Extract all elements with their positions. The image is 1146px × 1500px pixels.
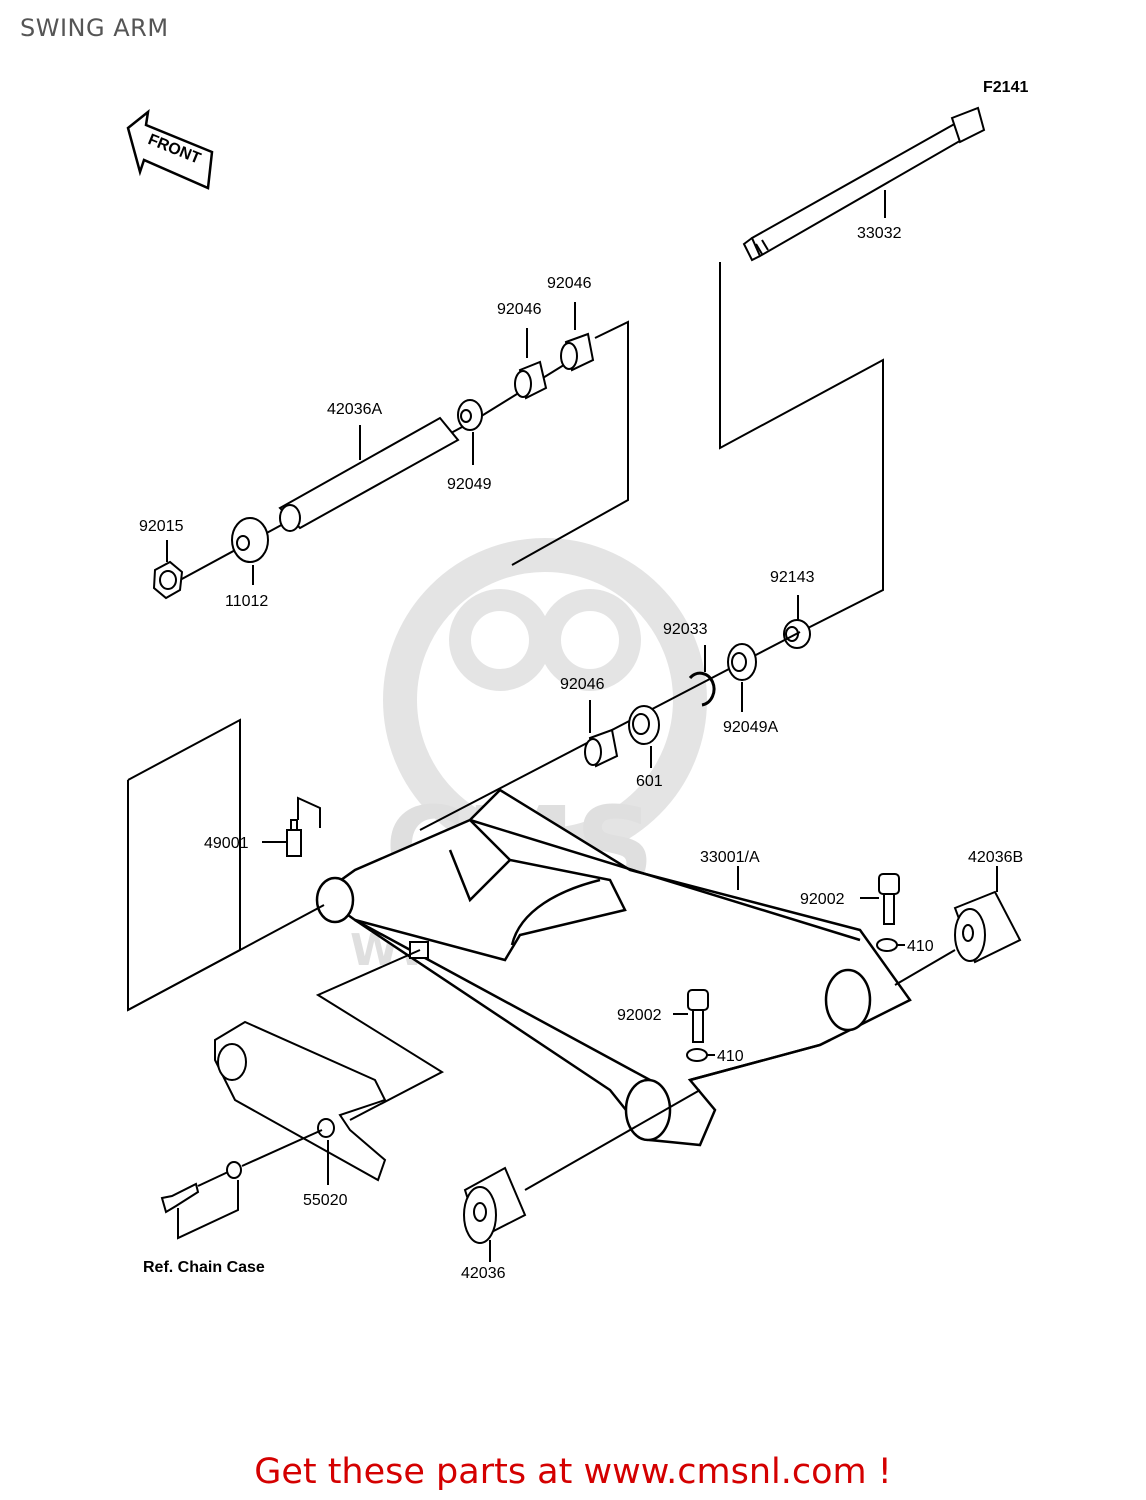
bolt-92002-upper-icon: [878, 873, 900, 925]
part-label-42036[interactable]: 42036: [461, 1265, 506, 1282]
sleeve-42036A-icon: [278, 416, 460, 532]
part-label-601[interactable]: 601: [636, 773, 663, 790]
seal-92049-icon: [457, 399, 483, 431]
seal-92049A-icon: [727, 643, 757, 681]
front-arrow-icon: FRONT: [126, 109, 214, 190]
part-label-92143[interactable]: 92143: [770, 569, 815, 586]
part-label-55020[interactable]: 55020: [303, 1192, 348, 1209]
bearing-601-icon: [628, 705, 660, 745]
swing-arm-33001A-icon: [315, 788, 912, 1147]
part-label-410-lower[interactable]: 410: [717, 1048, 744, 1065]
bushing-42036-icon: [463, 1166, 527, 1244]
washer-410-upper-icon: [876, 938, 898, 952]
bearing-92046-upper-right-icon: [560, 332, 595, 372]
part-label-11012[interactable]: 11012: [225, 593, 268, 610]
nut-92015-icon: [152, 560, 184, 600]
shaft-33032-icon: [742, 106, 986, 262]
circlip-92033-icon: [688, 671, 716, 707]
part-label-92049[interactable]: 92049: [447, 476, 492, 493]
footer-link[interactable]: Get these parts at www.cmsnl.com !: [254, 1452, 892, 1492]
part-label-42036A[interactable]: 42036A: [327, 401, 382, 418]
bearing-92046-upper-left-icon: [514, 360, 548, 400]
swing-arm-diagram: CMS WWW.CMSNL.COM FRONT: [126, 79, 1028, 1282]
part-label-410-upper[interactable]: 410: [907, 938, 934, 955]
part-label-92033[interactable]: 92033: [663, 621, 708, 638]
bushing-42036B-icon: [953, 890, 1022, 964]
part-label-33001A[interactable]: 33001/A: [700, 849, 760, 866]
chain-guard-55020-icon: [214, 1020, 387, 1182]
part-label-49001[interactable]: 49001: [204, 835, 249, 852]
page-title: SWING ARM: [20, 14, 169, 42]
washer-410-lower-icon: [686, 1048, 708, 1062]
chain-case-washer-icon: [226, 1161, 242, 1179]
screw-icon: [160, 1182, 200, 1214]
part-label-33032[interactable]: 33032: [857, 225, 902, 242]
grease-nipple-49001-icon: [286, 819, 302, 857]
ref-chain-case-label: Ref. Chain Case: [143, 1259, 265, 1276]
part-label-92002-upper[interactable]: 92002: [800, 891, 845, 908]
bolt-92002-lower-icon: [687, 989, 709, 1043]
part-label-42036B[interactable]: 42036B: [968, 849, 1023, 866]
part-label-92046-upper[interactable]: 92046: [547, 275, 592, 292]
part-label-92002-lower[interactable]: 92002: [617, 1007, 662, 1024]
part-label-92046-lower[interactable]: 92046: [560, 676, 605, 693]
bearing-92046-lower-icon: [584, 728, 619, 768]
figure-code: F2141: [983, 79, 1028, 96]
part-label-92015[interactable]: 92015: [139, 518, 184, 535]
part-label-92049A[interactable]: 92049A: [723, 719, 778, 736]
washer-11012-icon: [231, 517, 269, 563]
part-label-92046-middle[interactable]: 92046: [497, 301, 542, 318]
